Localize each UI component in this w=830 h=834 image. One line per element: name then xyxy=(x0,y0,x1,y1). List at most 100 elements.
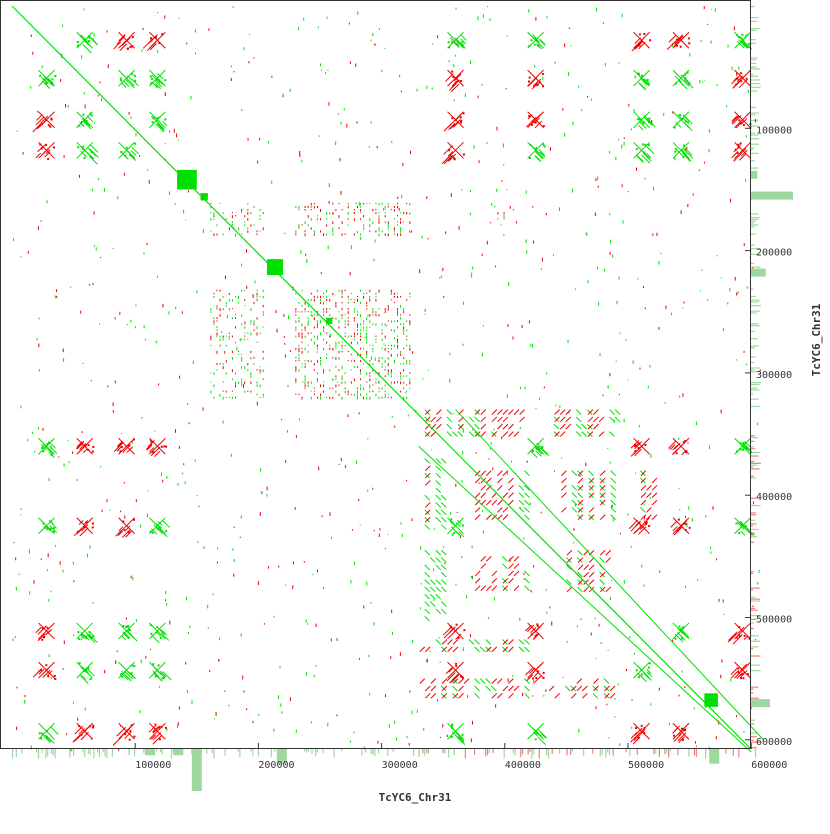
alignment-dot xyxy=(72,451,74,454)
hatch-segment xyxy=(429,593,436,600)
block-dot xyxy=(406,202,408,205)
alignment-dot xyxy=(348,22,350,25)
repeat-cluster-dot xyxy=(127,624,130,627)
alignment-dot xyxy=(562,108,564,111)
repeat-cluster-dot xyxy=(455,665,458,668)
alignment-dot xyxy=(284,343,286,345)
alignment-dot xyxy=(219,393,221,397)
alignment-dot xyxy=(730,677,732,682)
x-margin-bar xyxy=(653,749,655,754)
alignment-dot xyxy=(130,319,132,323)
repeat-cluster-dot xyxy=(742,442,745,445)
block-dot xyxy=(307,384,309,388)
repeat-cluster-dot xyxy=(742,124,745,127)
repeat-cluster-dot xyxy=(132,438,135,441)
alignment-dot xyxy=(598,623,600,627)
repeat-cluster-dot xyxy=(45,664,48,667)
repeat-cluster-dot xyxy=(149,37,152,40)
hatch-segment xyxy=(646,485,652,491)
block-dot xyxy=(307,320,309,324)
block-dot xyxy=(332,378,334,382)
alignment-dot xyxy=(376,145,378,149)
alignment-dot xyxy=(469,212,471,216)
alignment-dot xyxy=(316,351,318,353)
repeat-cluster-segment xyxy=(162,630,168,636)
repeat-cluster-segment xyxy=(123,81,130,87)
alignment-dot xyxy=(284,232,286,235)
block-dot xyxy=(406,363,408,365)
block-dot xyxy=(332,212,334,215)
block-dot xyxy=(341,301,343,304)
repeat-cluster-dot xyxy=(40,737,43,740)
block-dot xyxy=(381,396,383,399)
block-dot xyxy=(231,212,233,214)
block-dot xyxy=(304,387,306,389)
block-dot xyxy=(372,344,374,347)
hatch-segment xyxy=(491,499,498,506)
alignment-dot xyxy=(340,121,342,125)
block-dot xyxy=(363,329,365,331)
alignment-dot xyxy=(173,128,175,133)
y-margin-bar xyxy=(751,389,760,391)
alignment-dot xyxy=(507,678,509,683)
hatch-segment xyxy=(441,646,448,653)
block-dot xyxy=(384,347,386,351)
alignment-dot xyxy=(38,369,40,372)
repeat-cluster-segment xyxy=(683,149,694,159)
repeat-cluster-segment xyxy=(113,41,122,50)
hatch-segment xyxy=(480,585,487,591)
hatch-segment xyxy=(575,409,582,415)
hatch-segment xyxy=(501,563,508,569)
x-margin-bar xyxy=(315,749,317,757)
hatch-segment xyxy=(508,646,514,653)
repeat-cluster-dot xyxy=(125,146,128,149)
repeat-cluster-segment xyxy=(48,449,54,455)
alignment-dot xyxy=(242,384,244,389)
hatch-segment xyxy=(440,516,447,523)
alignment-dot xyxy=(28,549,30,554)
hatch-segment xyxy=(519,416,525,423)
alignment-dot xyxy=(54,544,56,547)
alignment-dot xyxy=(705,706,707,709)
y-margin-peak xyxy=(751,170,758,179)
hatch-segment xyxy=(508,563,514,569)
block-dot xyxy=(301,347,303,349)
alignment-dot xyxy=(546,611,548,614)
block-dot xyxy=(213,233,215,237)
block-dot xyxy=(316,215,318,217)
block-dot xyxy=(307,317,309,320)
alignment-dot xyxy=(168,311,170,315)
hatch-segment xyxy=(424,685,431,692)
alignment-dot xyxy=(358,412,360,415)
hatch-segment xyxy=(640,499,647,506)
block-dot xyxy=(335,341,337,345)
repeat-cluster-dot xyxy=(151,121,154,124)
block-dot xyxy=(347,390,349,393)
alignment-dot xyxy=(140,659,142,664)
repeat-diagonal xyxy=(418,445,752,753)
repeat-cluster-segment xyxy=(672,526,678,532)
alignment-dot xyxy=(585,462,587,467)
block-dot xyxy=(234,381,236,385)
block-dot xyxy=(403,308,405,311)
repeat-cluster-dot xyxy=(644,144,647,147)
alignment-dot xyxy=(176,724,178,728)
hatch-segment xyxy=(458,678,464,684)
alignment-dot xyxy=(488,458,490,460)
y-margin-bar xyxy=(751,262,755,265)
block-dot xyxy=(298,224,300,228)
hatch-segment xyxy=(436,416,442,423)
x-margin-bar xyxy=(538,749,540,759)
y-margin-bar xyxy=(751,587,760,589)
block-dot xyxy=(213,215,215,218)
block-dot xyxy=(298,360,300,362)
alignment-dot xyxy=(707,23,709,25)
alignment-dot xyxy=(37,226,39,231)
hatch-segment xyxy=(559,431,566,437)
alignment-dot xyxy=(81,431,83,434)
block-dot xyxy=(384,375,386,378)
y-margin-bar xyxy=(751,330,755,332)
block-dot xyxy=(353,393,355,396)
alignment-dot xyxy=(467,694,469,699)
alignment-dot xyxy=(630,545,632,548)
